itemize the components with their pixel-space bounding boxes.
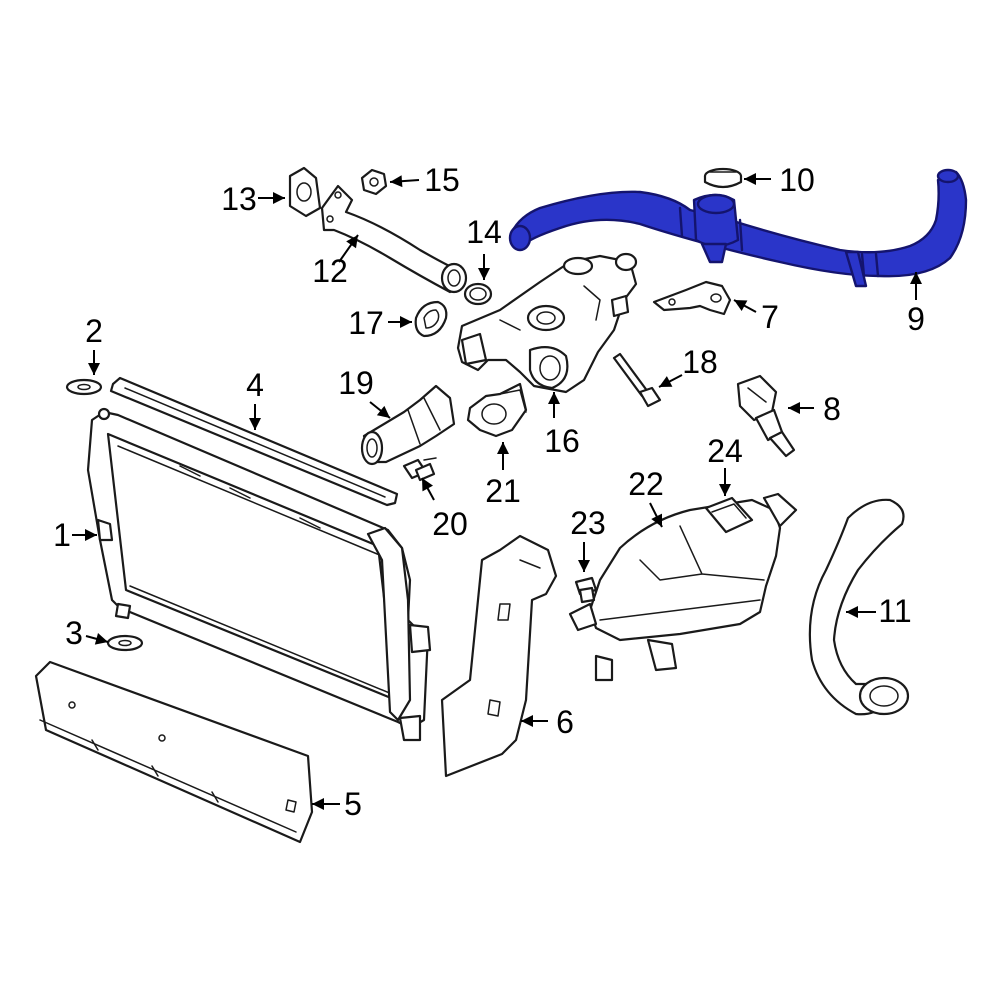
callout-6: 6 xyxy=(521,704,574,740)
callout-18: 18 xyxy=(658,344,718,388)
callout-arrowhead xyxy=(376,405,390,418)
callout-arrowhead xyxy=(788,402,800,414)
radiator-upper-seal xyxy=(109,376,399,507)
callout-2: 2 xyxy=(85,313,103,375)
callout-15: 15 xyxy=(389,162,460,198)
callout-label: 20 xyxy=(432,506,468,542)
callout-label: 5 xyxy=(344,786,362,822)
upper-radiator-hose xyxy=(508,168,968,288)
callout-1: 1 xyxy=(53,517,97,553)
housing-bolt xyxy=(612,352,662,408)
callout-label: 6 xyxy=(556,704,574,740)
callout-label: 13 xyxy=(221,181,257,217)
callout-label: 15 xyxy=(424,162,460,198)
thermostat xyxy=(466,382,528,438)
callout-label: 17 xyxy=(348,305,384,341)
callout-11: 11 xyxy=(846,593,912,629)
callout-arrowhead xyxy=(548,392,560,404)
callout-arrowhead xyxy=(273,192,285,204)
callout-arrowhead xyxy=(744,173,756,185)
callout-19: 19 xyxy=(338,365,391,419)
callout-label: 14 xyxy=(466,214,502,250)
callout-13: 13 xyxy=(221,181,285,217)
callout-12: 12 xyxy=(312,234,359,289)
callout-label: 1 xyxy=(53,517,71,553)
callout-label: 12 xyxy=(312,253,348,289)
reservoir-bolt xyxy=(574,576,598,604)
o-ring xyxy=(463,282,493,306)
callout-23: 23 xyxy=(570,505,606,572)
radiator xyxy=(86,407,432,742)
callout-label: 2 xyxy=(85,313,103,349)
callout-24: 24 xyxy=(707,433,743,496)
callout-9: 9 xyxy=(907,272,925,337)
callout-arrowhead xyxy=(734,300,748,312)
callout-arrowhead xyxy=(346,235,358,249)
callout-5: 5 xyxy=(312,786,362,822)
callout-label: 11 xyxy=(878,593,911,629)
radiator-upper-insulator xyxy=(65,378,103,396)
side-air-deflector xyxy=(440,534,558,778)
callout-label: 3 xyxy=(65,615,83,651)
coolant-temperature-sensor xyxy=(736,374,796,458)
water-outlet xyxy=(360,384,456,466)
callout-label: 10 xyxy=(779,162,815,198)
callout-label: 16 xyxy=(544,423,580,459)
callout-arrowhead xyxy=(422,478,434,492)
callout-label: 19 xyxy=(338,365,374,401)
callout-label: 8 xyxy=(823,391,841,427)
callout-10: 10 xyxy=(744,162,815,198)
callout-arrowhead xyxy=(312,798,324,810)
callout-arrowhead xyxy=(521,715,533,727)
coolant-reservoir xyxy=(568,492,798,682)
callout-arrowhead xyxy=(846,606,858,618)
callout-arrowhead xyxy=(497,442,509,454)
hose-bracket xyxy=(652,280,732,316)
flange-nut xyxy=(360,168,388,196)
callout-20: 20 xyxy=(421,477,468,542)
callout-arrowhead xyxy=(94,633,108,645)
callout-label: 9 xyxy=(907,301,925,337)
callout-arrowhead xyxy=(910,272,922,284)
callout-7: 7 xyxy=(733,299,779,335)
lower-radiator-hose xyxy=(808,498,910,716)
callout-label: 4 xyxy=(246,367,264,403)
callout-arrowhead xyxy=(478,268,490,280)
thermostat-housing xyxy=(456,252,638,394)
callout-14: 14 xyxy=(466,214,502,280)
callout-arrowhead xyxy=(578,560,590,572)
callout-arrowhead xyxy=(400,316,412,328)
callout-label: 24 xyxy=(707,433,743,469)
callout-label: 21 xyxy=(485,473,521,509)
callout-arrowhead xyxy=(651,513,662,527)
callout-arrowhead xyxy=(719,484,731,496)
callout-3: 3 xyxy=(65,615,109,651)
callout-arrowhead xyxy=(659,376,673,387)
callout-8: 8 xyxy=(788,391,841,427)
callout-label: 22 xyxy=(628,466,664,502)
callout-17: 17 xyxy=(348,305,412,341)
coolant-tube-gasket xyxy=(288,166,322,218)
callout-label: 7 xyxy=(761,299,779,335)
callout-arrowhead xyxy=(85,529,97,541)
callout-arrowhead xyxy=(88,363,100,375)
callout-label: 23 xyxy=(570,505,606,541)
callout-4: 4 xyxy=(246,367,264,430)
degas-cap xyxy=(703,167,743,189)
callout-arrowhead xyxy=(390,175,403,188)
callout-arrowhead xyxy=(249,418,261,430)
lower-air-deflector xyxy=(34,660,314,844)
callout-16: 16 xyxy=(544,392,580,459)
outlet-bolt xyxy=(402,457,437,482)
callout-22: 22 xyxy=(628,466,664,528)
radiator-lower-insulator xyxy=(106,634,144,652)
coolant-tube xyxy=(320,184,468,294)
thermostat-seal xyxy=(414,300,448,338)
reservoir-cap xyxy=(704,496,754,534)
callout-21: 21 xyxy=(485,442,521,509)
callout-label: 18 xyxy=(682,344,718,380)
